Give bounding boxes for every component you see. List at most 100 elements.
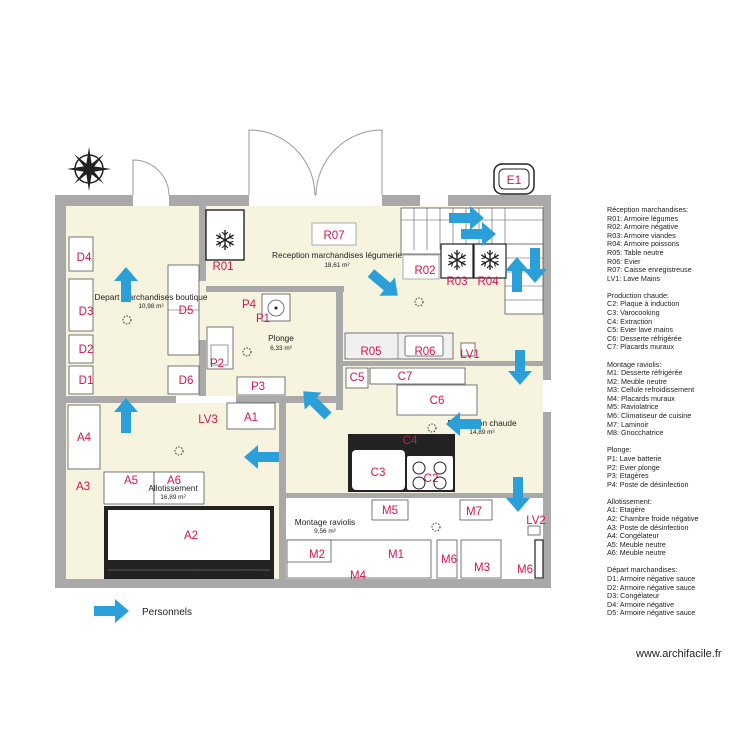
legend-item: M1: Desserte réfrigérée — [607, 368, 683, 378]
fixtures-depart — [68, 236, 200, 395]
room-name-allotissement: Allotissement — [148, 483, 198, 493]
legend-title: Production chaude: — [607, 290, 669, 300]
code-LV2: LV2 — [526, 515, 546, 527]
legend-title: Réception marchandises: — [607, 205, 689, 214]
legend-item: R07: Caisse enregistreuse — [607, 265, 692, 275]
code-C5: C5 — [350, 372, 365, 384]
code-P3: P3 — [251, 381, 265, 393]
legend-group-production: Production chaude:C2: Plaque à induction… — [607, 290, 747, 352]
room-area-allotissement: 16,89 m² — [160, 494, 185, 501]
code-R01: R01 — [212, 261, 233, 273]
code-M1: M1 — [388, 549, 404, 561]
legend-item: D3: Congélateur — [607, 591, 660, 601]
legend-group-depart: Départ marchandises:D1: Armoire négative… — [607, 566, 747, 618]
legend-item: M6: Climatiseur de cuisine — [607, 411, 692, 421]
legend-group-raviolis: Montage raviolis:M1: Desserte réfrigérée… — [607, 359, 747, 438]
legend-item: C6: Desserte réfrigérée — [607, 333, 682, 343]
room-area-plonge: 6,33 m² — [270, 345, 292, 352]
legend-item: M2: Meuble neutre — [607, 376, 667, 386]
legend-item: D1: Armoire négative sauce — [607, 574, 696, 584]
room-area-raviolis: 9,56 m² — [314, 528, 336, 535]
legend-title: Départ marchandises: — [607, 565, 678, 575]
code-P1: P1 — [256, 313, 270, 325]
code-C2: C2 — [424, 473, 439, 485]
legend-item: R02: Armoire négative — [607, 222, 679, 232]
compass-rose-icon — [67, 147, 111, 191]
legend-item: C4: Extraction — [607, 316, 653, 326]
code-C6: C6 — [430, 395, 445, 407]
code-LV3: LV3 — [198, 414, 218, 426]
legend-item: C3: Varocooking — [607, 308, 660, 318]
legend-group-reception: Réception marchandises:R01: Armoire légu… — [607, 205, 747, 283]
legend-item: A3: Poste de désinfection — [607, 522, 689, 532]
legend-item: D5: Armoire négative sauce — [607, 608, 696, 618]
code-C3: C3 — [371, 467, 386, 479]
code-M2: M2 — [309, 549, 325, 561]
code-M4: M4 — [350, 570, 367, 582]
code-A2: A2 — [184, 530, 198, 542]
legend-item: R04: Armoire poissons — [607, 239, 680, 249]
code-M6b: M6 — [517, 564, 533, 576]
footer-credit: www.archifacile.fr — [636, 648, 722, 660]
legend-item: M4: Placards muraux — [607, 393, 675, 403]
code-D5: D5 — [179, 305, 194, 317]
code-D1: D1 — [79, 375, 94, 387]
legend-item: D4: Armoire négative — [607, 599, 675, 609]
code-M6a: M6 — [441, 554, 457, 566]
code-C7: C7 — [398, 371, 413, 383]
room-name-depart: Depart marchandises boutique — [95, 292, 208, 302]
code-A1: A1 — [244, 412, 258, 424]
code-A3: A3 — [76, 481, 90, 493]
legend-item: D2: Armoire négative sauce — [607, 582, 696, 592]
code-M7: M7 — [466, 506, 482, 518]
code-M5: M5 — [382, 505, 398, 517]
legend-item: R06: Evier — [607, 256, 641, 266]
code-D6: D6 — [179, 375, 194, 387]
room-name-production: Production chaude — [447, 418, 517, 428]
code-D4: D4 — [77, 252, 92, 264]
legend-item: LV1: Lave Mains — [607, 273, 661, 283]
legend-item: C2: Plaque à induction — [607, 299, 680, 309]
legend-item: A4: Congélateur — [607, 531, 659, 541]
room-area-production: 14,89 m² — [469, 429, 494, 436]
legend-item: M3: Cellule refroidissement — [607, 385, 695, 395]
code-R06: R06 — [414, 346, 435, 358]
legend-item: P4: Poste de désinfection — [607, 479, 689, 489]
legend-item: C7: Placards muraux — [607, 342, 675, 352]
code-M3: M3 — [474, 562, 490, 574]
code-R07: R07 — [323, 230, 344, 242]
legend-item: C5: Evier lave mains — [607, 325, 673, 335]
room-area-reception: 18,61 m² — [324, 262, 349, 269]
room-name-plonge: Plonge — [268, 333, 294, 343]
legend-item: A1: Etagère — [607, 505, 645, 515]
legend-item: P3: Etagères — [607, 471, 649, 481]
code-E1: E1 — [507, 173, 522, 187]
code-LV1: LV1 — [460, 349, 480, 361]
legend-title: Montage raviolis: — [607, 359, 662, 369]
code-R02: R02 — [414, 265, 435, 277]
legend-item: M5: Raviolatrice — [607, 402, 659, 412]
code-A4: A4 — [77, 432, 92, 444]
code-P4: P4 — [242, 299, 257, 311]
room-name-raviolis: Montage raviolis — [295, 517, 355, 527]
legend-item: R01: Armoire légumes — [607, 213, 679, 223]
arrow-legend-label: Personnels — [142, 607, 192, 618]
legend-item: R03: Armoire viandes — [607, 230, 676, 240]
code-R05: R05 — [360, 346, 381, 358]
legend-title: Plonge: — [607, 445, 632, 455]
legend-item: A2: Chambre froide négative — [607, 514, 699, 523]
code-C4: C4 — [403, 435, 418, 447]
room-name-reception: Reception marchandises légumerie — [272, 250, 402, 260]
code-D2: D2 — [79, 344, 94, 356]
legend-item: M8: Gnocchatrice — [607, 428, 664, 438]
legend-item: R05: Table neutre — [607, 247, 664, 257]
code-D3: D3 — [79, 306, 94, 318]
code-P2: P2 — [210, 358, 224, 370]
code-A6: A6 — [167, 475, 181, 487]
legend-item: A5: Meuble neutre — [607, 539, 666, 549]
legend-item: P2: Evier plonge — [607, 462, 660, 472]
code-A5: A5 — [124, 475, 138, 487]
room-area-depart: 10,98 m² — [138, 303, 163, 310]
